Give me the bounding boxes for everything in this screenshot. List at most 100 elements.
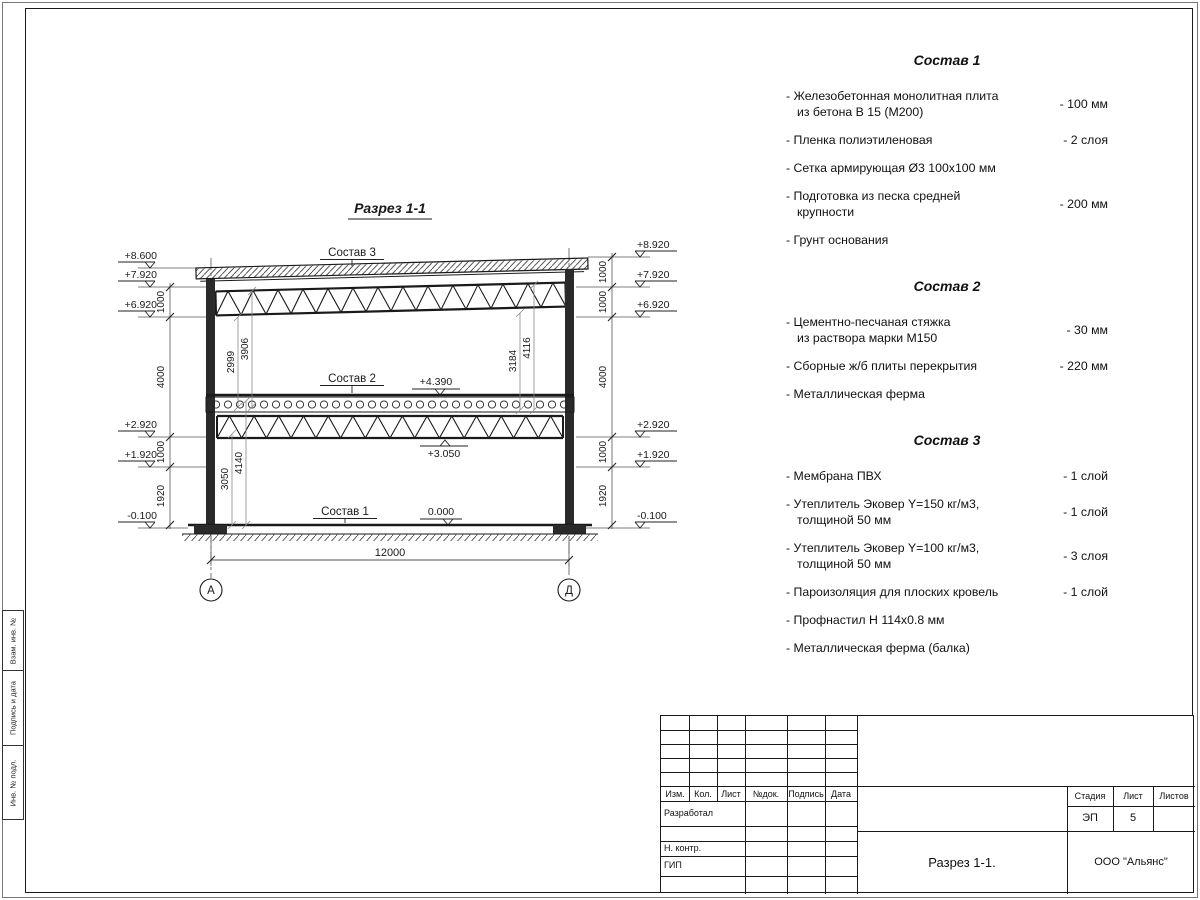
item-text: - Сетка армирующая Ø3 100х100 мм [786, 161, 996, 175]
item-text: - Металлическая ферма [786, 387, 925, 401]
dim-left-4: 1920 [156, 484, 167, 507]
composition-title: Состав 2 [913, 278, 981, 294]
dim-inner-2: 3906 [240, 337, 251, 360]
item-text: - Железобетонная монолитная плита из бет… [786, 89, 999, 119]
elev-left-1: +8.600 [125, 250, 158, 262]
composition-section-2: Состав 2 - Цементно-песчаная стяжка из р… [786, 278, 1108, 402]
dim-right-1: 1000 [598, 260, 609, 283]
grid-line [661, 730, 857, 732]
composition-item: - Пароизоляция для плоских кровель - 1 с… [786, 584, 1108, 600]
elev-left-2: +7.920 [125, 269, 158, 281]
composition-section-1: Состав 1 - Железобетонная монолитная пли… [786, 52, 1108, 248]
composition-item: - Сборные ж/б плиты перекрытия - 220 мм [786, 358, 1108, 374]
composition-item: - Металлическая ферма (балка) [786, 640, 1108, 656]
dim-right-2: 1000 [598, 290, 609, 313]
axis-marker-a: А [199, 578, 223, 602]
tb-col-ndok: №док. [752, 789, 780, 799]
tb-col-data: Дата [831, 789, 851, 799]
composition-item: - Железобетонная монолитная плита из бет… [786, 88, 1108, 120]
item-text: - Цементно-песчаная стяжка из раствора м… [786, 315, 951, 345]
left-dim-chain [138, 267, 206, 530]
item-text: - Металлическая ферма (балка) [786, 641, 970, 655]
dim-inner-3: 4116 [522, 337, 533, 359]
level-3050-text: +3.050 [428, 448, 461, 460]
tb-row-gip: ГИП [664, 860, 682, 870]
sheet-frame [25, 8, 1193, 893]
label-sostav2: Состав 2 [320, 373, 384, 393]
tb-sheet-value: 5 [1129, 812, 1137, 824]
floor-slab [205, 393, 575, 413]
composition-item: - Утеплитель Эковер Y=100 кг/м3, толщино… [786, 540, 1108, 572]
dim-right-4: 1000 [598, 440, 609, 463]
level-4390-text: +4.390 [420, 376, 453, 388]
item-value: - 220 мм [1059, 359, 1108, 373]
grid-line [1067, 806, 1195, 808]
grid-line [661, 876, 857, 878]
grid-line [661, 758, 857, 760]
item-text: - Подготовка из песка средней крупности [786, 189, 961, 219]
grid-line [787, 716, 789, 894]
item-text: - Пленка полиэтиленовая [786, 133, 933, 147]
composition-item: - Профнастил Н 114х0.8 мм [786, 612, 1108, 628]
side-stamp-cell: Взам. инв. № [2, 610, 24, 670]
axis-marker-d: Д [557, 578, 581, 602]
elev-right-2: +7.920 [637, 269, 670, 281]
tb-col-izm: Изм. [665, 789, 685, 799]
side-stamp-label: Взам. инв. № [8, 617, 18, 664]
item-value: - 100 мм [1059, 97, 1108, 111]
grid-line [1153, 786, 1155, 831]
roof-slab [195, 257, 589, 280]
level-mark-zero: 0.000 [420, 506, 462, 526]
item-text: - Пароизоляция для плоских кровель [786, 585, 999, 599]
tb-col-podpis: Подпись [788, 789, 824, 799]
label-sostav2-text: Состав 2 [328, 373, 376, 385]
ground-floor [182, 523, 598, 541]
side-stamp-cell: Подпись и дата [2, 670, 24, 745]
tb-company: ООО "Альянс" [1094, 856, 1168, 868]
tb-col-kol: Кол. [694, 789, 712, 799]
grid-line [745, 716, 747, 894]
item-text: - Профнастил Н 114х0.8 мм [786, 613, 945, 627]
grid-line [1067, 786, 1069, 894]
drawing-title-text: Разрез 1-1 [354, 200, 426, 216]
dim-left-1: 1000 [156, 290, 167, 313]
tb-sheets-label: Листов [1159, 791, 1189, 801]
upper-truss [214, 281, 567, 317]
grid-line [661, 841, 857, 843]
grid-line [661, 744, 857, 746]
compositions-panel: Состав 1 - Железобетонная монолитная пли… [786, 52, 1108, 686]
span-dim-text: 12000 [375, 547, 406, 559]
elevation-marks-right [634, 250, 677, 529]
axis-label-a: А [207, 585, 215, 597]
elev-left-6: -0.100 [127, 510, 157, 522]
composition-item: - Пленка полиэтиленовая - 2 слоя [786, 132, 1108, 148]
dim-inner-4: 3184 [508, 349, 519, 372]
dim-right-5: 1920 [598, 484, 609, 507]
tb-sheet-label: Лист [1123, 791, 1143, 801]
item-text: - Утеплитель Эковер Y=150 кг/м3, толщино… [786, 497, 980, 527]
grid-line [1113, 786, 1115, 831]
grid-line [661, 856, 857, 858]
title-block: Изм. Кол. Лист №док. Подпись Дата Разраб… [660, 715, 1195, 894]
grid-line [661, 786, 1195, 788]
elev-right-3: +6.920 [637, 299, 670, 311]
level-mark-3050: +3.050 [420, 439, 468, 460]
item-value: - 200 мм [1059, 197, 1108, 211]
grid-line [661, 826, 857, 828]
elev-right-6: -0.100 [637, 510, 667, 522]
right-dim-chain [576, 252, 650, 530]
composition-section-3: Состав 3 - Мембрана ПВХ - 1 слой - Утепл… [786, 432, 1108, 656]
grid-line [857, 831, 1195, 833]
grid-line [857, 716, 859, 894]
elev-left-5: +1.920 [125, 449, 158, 461]
dim-inner-6: 4140 [234, 451, 245, 474]
composition-item: - Мембрана ПВХ - 1 слой [786, 468, 1108, 484]
dim-inner-1: 2999 [226, 350, 237, 373]
composition-title: Состав 1 [913, 52, 981, 68]
item-text: - Грунт основания [786, 233, 889, 247]
label-sostav3-text: Состав 3 [328, 247, 376, 259]
item-value: - 2 слоя [1063, 133, 1108, 147]
side-stamp: Взам. инв. № Подпись и дата Инв. № подл. [2, 610, 24, 820]
grid-line [661, 801, 857, 803]
dim-right-3: 4000 [598, 365, 609, 388]
